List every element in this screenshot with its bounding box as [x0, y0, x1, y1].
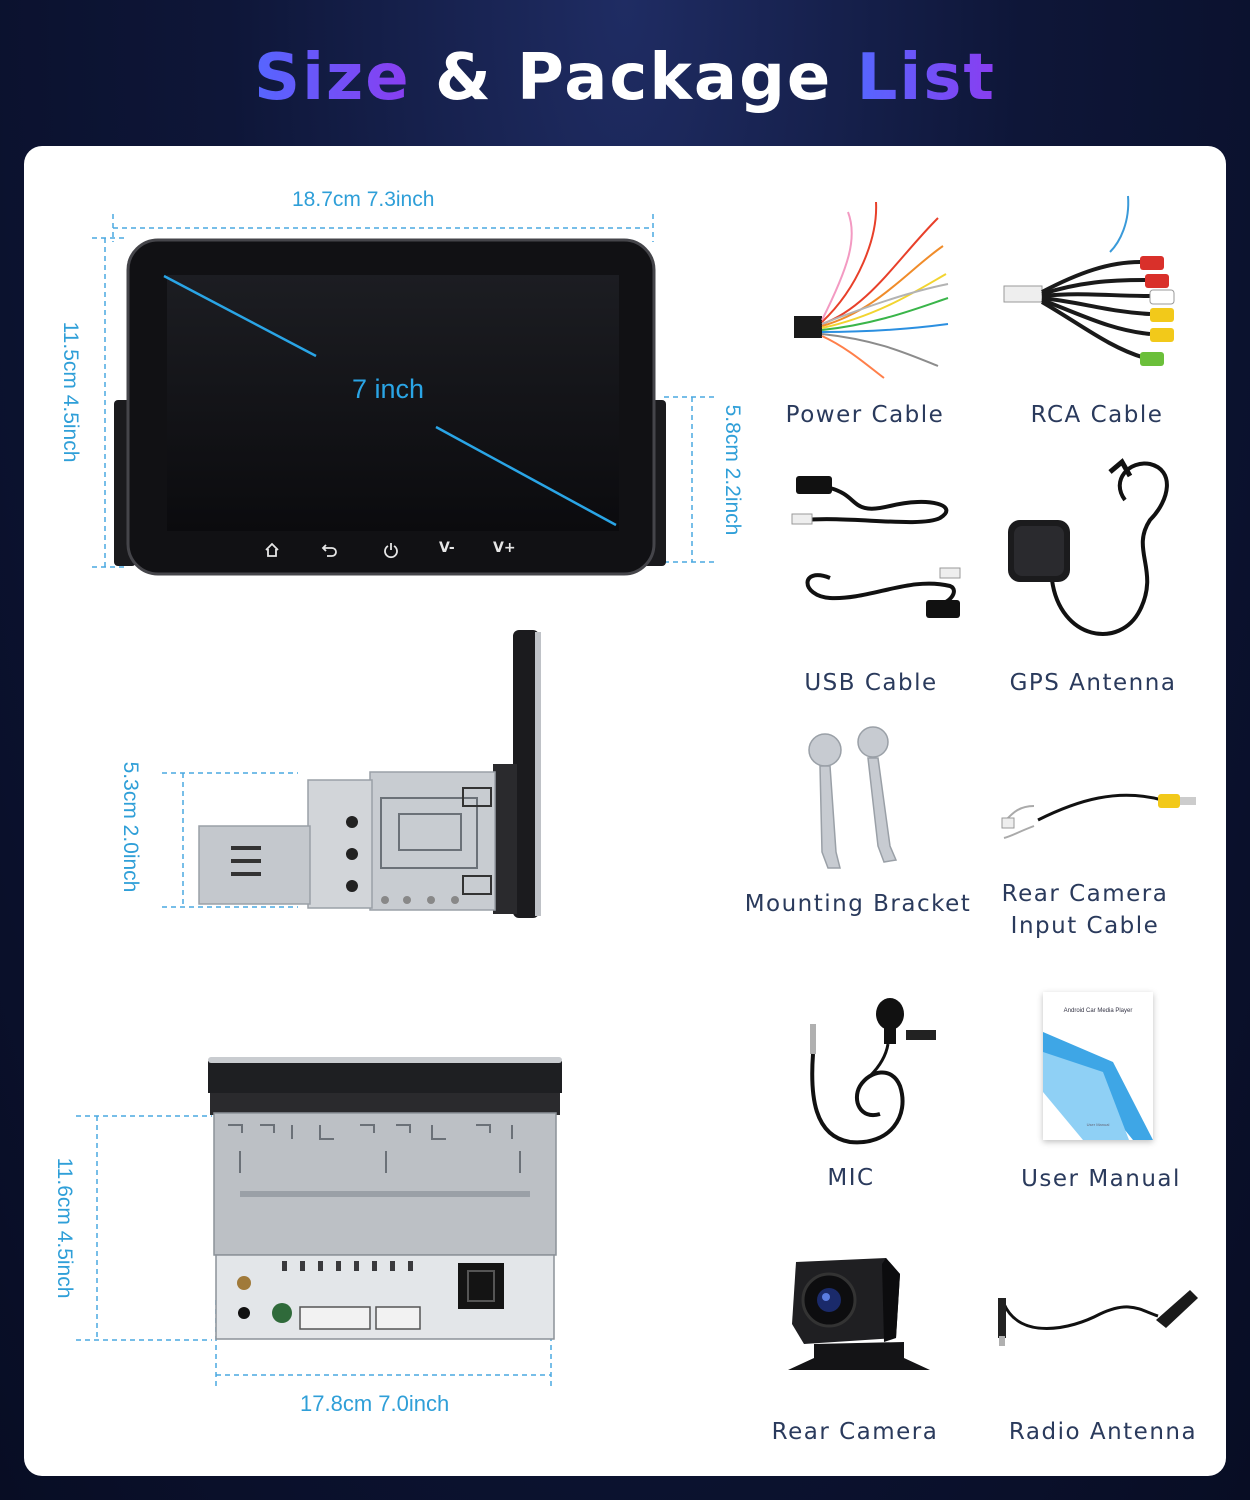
- mic-label: MIC: [827, 1165, 875, 1191]
- top-width-label: 17.8cm 7.0inch: [300, 1391, 450, 1416]
- power-cable-label: Power Cable: [785, 402, 945, 428]
- rear-camera-label: Rear Camera: [771, 1419, 939, 1445]
- mounting-bracket-image: [808, 726, 898, 869]
- front-width-label: 18.7cm 7.3inch: [292, 188, 435, 211]
- rear-camera-input-cable-image: [1001, 793, 1196, 839]
- title-package: Package: [517, 41, 833, 115]
- power-icon: [384, 543, 398, 559]
- user-manual-label: User Manual: [1021, 1166, 1181, 1192]
- rear-camera-image: [788, 1258, 930, 1370]
- head-unit-front: [114, 238, 666, 576]
- title-amp: &: [434, 41, 493, 115]
- usb-cable-image: [791, 476, 961, 618]
- title-list: List: [856, 41, 997, 115]
- manual-cover-graphic: [1043, 1032, 1153, 1140]
- manual-heading: Android Car Media Player: [1063, 1008, 1133, 1014]
- volume-up-button-label: V+: [493, 540, 516, 556]
- rear-camera-cable-label-2: Input Cable: [1010, 913, 1160, 939]
- rca-cable-label: RCA Cable: [1030, 402, 1164, 428]
- home-icon: [265, 542, 279, 557]
- gps-antenna-image: [1008, 458, 1169, 636]
- head-unit-side: [198, 630, 541, 918]
- mic-image: [810, 998, 936, 1145]
- user-manual-image: Android Car Media Player User Manual: [1043, 992, 1153, 1140]
- usb-cable-label: USB Cable: [804, 670, 938, 696]
- rear-camera-cable-label-1: Rear Camera: [1001, 881, 1169, 907]
- manual-sub: User Manual: [1086, 1122, 1110, 1127]
- rca-cable-image: [1003, 195, 1175, 366]
- power-cable-image: [794, 201, 949, 379]
- radio-antenna-label: Radio Antenna: [1008, 1419, 1198, 1445]
- page-title: Size & Package List: [0, 38, 1250, 118]
- head-unit-top: [208, 1057, 562, 1340]
- radio-antenna-image: [998, 1290, 1198, 1346]
- back-icon: [321, 544, 337, 557]
- screen-size-label: 7 inch: [352, 374, 425, 404]
- title-size: Size: [253, 41, 411, 115]
- mounting-bracket-label: Mounting Bracket: [744, 891, 972, 917]
- volume-down-button-label: V-: [439, 540, 455, 556]
- top-height-label: 11.6cm 4.5inch: [53, 1157, 76, 1299]
- gps-antenna-label: GPS Antenna: [1009, 670, 1177, 696]
